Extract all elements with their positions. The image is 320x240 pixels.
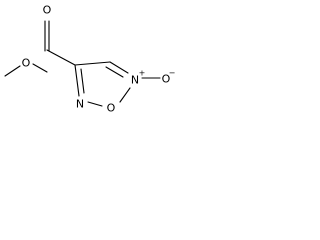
structure-canvas: O O N O N + O − [0,0,192,125]
ring-nitrogen-oxide-label: N [131,74,139,87]
ester-ether-oxygen-label: O [22,57,31,70]
n-oxide-oxygen-label: O [162,73,171,86]
ester-carbonyl-oxygen-label: O [43,4,52,17]
ring-double-bond-c4-n5-outer [109,61,129,74]
carbonyl-to-ring-bond [46,49,76,66]
ring-double-bond-n2-c3-inner [80,68,85,94]
ring-bond-c3-c4 [74,61,111,66]
ring-bond-o1-n2 [87,101,103,107]
ring-double-bond-n2-c3-outer [74,64,80,97]
nitrogen-positive-charge-label: + [139,69,146,78]
oxygen-negative-charge-label: − [169,69,176,78]
ring-bond-n5-o1 [119,87,131,103]
methyl-bond [4,65,21,77]
ester-single-bond [32,63,48,73]
ring-double-bond-c4-n5-inner [105,66,124,78]
ring-nitrogen-left-label: N [76,98,84,111]
chemical-structure-diagram: O O N O N + O − [4,4,176,115]
ring-oxygen-label: O [107,102,116,115]
